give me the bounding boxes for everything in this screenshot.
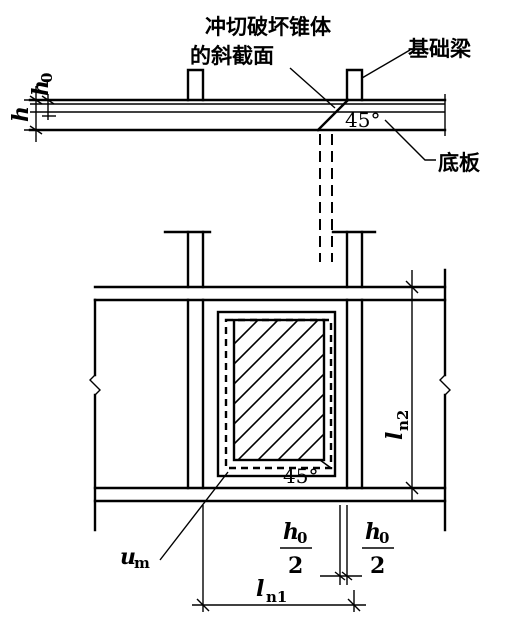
dim-tick-1: [29, 95, 43, 105]
symbol-ln1-main: l: [256, 576, 264, 602]
fraction-right-num-main: h: [365, 519, 381, 545]
dim-ln2-tick-top: [405, 280, 419, 294]
punching-cone-line: [316, 98, 350, 132]
fraction-left-num-sub: 0: [297, 529, 307, 547]
leader-um: [159, 471, 229, 561]
fraction-left-num-main: h: [283, 519, 299, 545]
symbol-h0: h 0: [28, 73, 56, 96]
dim-ln1-tick-left: [196, 598, 210, 612]
beam-stub-left: [186, 68, 205, 102]
beam-stub-right: [345, 68, 364, 102]
symbol-ln2-main: l: [382, 432, 408, 440]
slab-left-break: [89, 374, 101, 396]
symbol-ln1-sub: n1: [266, 588, 287, 606]
slab-right-break-plan: [439, 374, 451, 396]
symbol-h0-main: h: [28, 80, 54, 96]
symbol-um-main: u: [120, 544, 136, 570]
symbol-um-sub: m: [134, 554, 150, 572]
leader-cone-section: [289, 67, 336, 109]
plan-view: 45° l n2 u m h 0 2 h: [89, 230, 451, 612]
plan-45-line: [319, 459, 332, 469]
angle-label-top: 45°: [345, 108, 380, 132]
symbol-ln2: l n2: [382, 410, 412, 440]
slab-panel-boundary: [216, 310, 337, 478]
symbol-h: h: [8, 106, 34, 122]
symbol-um: u m: [120, 544, 150, 572]
angle-label-plan: 45°: [283, 464, 318, 488]
label-cone-section-2: 的斜截面: [190, 44, 274, 68]
dim-ln1-tick-right: [347, 598, 361, 612]
fraction-right: h 0 2: [362, 519, 394, 579]
label-cone-section-1: 冲切破坏锥体: [205, 15, 332, 39]
fraction-right-den: 2: [370, 553, 385, 579]
label-bottom-slab: 底板: [438, 151, 481, 175]
fraction-right-num-sub: 0: [379, 529, 389, 547]
fraction-left-den: 2: [288, 553, 303, 579]
dim-ln2-tick-bottom: [405, 481, 419, 495]
fraction-left: h 0 2: [280, 519, 312, 579]
dim-tick-3: [41, 95, 55, 105]
symbol-ln1: l n1: [256, 576, 287, 606]
punching-area-hatch: [234, 320, 324, 460]
symbol-ln2-sub: n2: [394, 410, 412, 431]
leader-foundation-beam: [361, 49, 411, 79]
label-foundation-beam: 基础梁: [408, 37, 472, 61]
dim-h0half-tick-2: [341, 571, 353, 581]
section-view: h h 0 冲切破坏锥体 的斜截面 基础梁 45° 底板: [8, 15, 481, 262]
dim-tick-2: [29, 125, 43, 135]
leader-bottom-slab: [384, 119, 436, 161]
dim-h0half-tick-1: [334, 571, 346, 581]
symbol-h0-sub: 0: [38, 73, 56, 83]
